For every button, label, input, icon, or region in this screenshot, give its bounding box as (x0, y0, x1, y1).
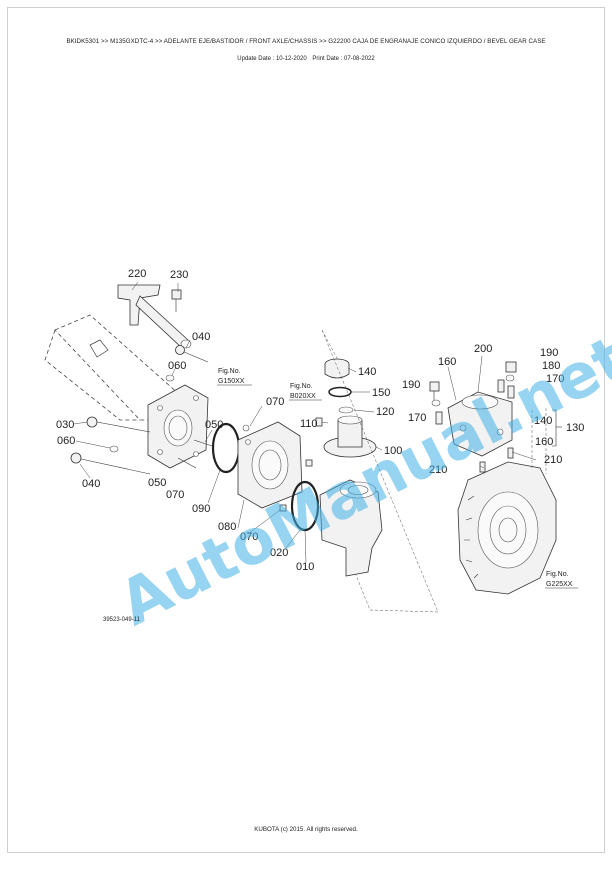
fig-ref-b020xx: Fig.No. B020XX (289, 383, 322, 401)
flange-shaft-100 (323, 415, 377, 458)
bolt-040-upper (175, 345, 209, 363)
update-date: Update Date : 10-12-2020 (237, 56, 307, 62)
callout-080: 080 (218, 521, 236, 533)
svg-text:B020XX: B020XX (290, 393, 316, 400)
callout-200: 200 (474, 343, 492, 355)
bevel-gear-case-housing (457, 461, 557, 595)
callout-030: 030 (56, 419, 74, 431)
callout-220: 220 (128, 268, 146, 280)
svg-text:Fig.No.: Fig.No. (546, 571, 569, 578)
fig-ref-g225xx: Fig.No. G225XX (545, 571, 578, 589)
callout-190-left: 190 (402, 379, 420, 391)
callout-060-top: 060 (168, 360, 186, 372)
callout-040-top: 040 (192, 331, 210, 343)
washer-060-lower (109, 445, 119, 453)
dates-line: Update Date : 10-12-2020 Print Date : 07… (0, 56, 612, 62)
svg-text:G150XX: G150XX (218, 378, 245, 385)
cover-160 (447, 391, 513, 457)
callout-170-left: 170 (408, 412, 426, 424)
callout-230: 230 (170, 269, 188, 281)
callout-100: 100 (384, 445, 402, 457)
group-bracket-130 (552, 409, 562, 447)
callout-110: 110 (300, 418, 318, 430)
bolt-230 (171, 289, 182, 312)
callout-210-right: 210 (544, 454, 562, 466)
print-date: Print Date : 07-08-2022 (312, 56, 375, 62)
callout-120: 120 (376, 406, 394, 418)
callout-090: 090 (192, 503, 210, 515)
bolts-170-190 (429, 361, 517, 425)
kingpin-housing-010 (319, 479, 383, 577)
callout-070-top: 070 (266, 396, 284, 408)
callout-210-left: 210 (429, 464, 447, 476)
svg-text:Fig.No.: Fig.No. (218, 368, 241, 375)
o-ring-090 (211, 422, 241, 474)
callout-070-bottom: 070 (240, 531, 258, 543)
callout-numbers: 220 230 040 060 140 150 120 110 100 200 … (56, 268, 584, 573)
callout-140-right: 140 (534, 415, 552, 427)
callout-050-top: 050 (205, 419, 223, 431)
copyright-footer: KUBOTA (c) 2015. All rights reserved. (254, 826, 358, 833)
diagram-code: 39523-049-11 (103, 617, 140, 623)
breadcrumb: BKIDK5301 >> M135GXDTC-4 >> ADELANTE EJE… (66, 38, 546, 45)
ring-150 (328, 386, 352, 398)
callout-160-top: 160 (438, 356, 456, 368)
callout-130: 130 (566, 422, 584, 434)
callout-050-bottom: 050 (148, 477, 166, 489)
washer-060-upper (165, 374, 175, 382)
leader-lines (73, 281, 537, 563)
bearing-140 (324, 358, 350, 379)
callout-140: 140 (358, 366, 376, 378)
axle-housing-flange (147, 384, 209, 469)
reference-dashed-lines (321, 329, 547, 613)
callout-070-left: 070 (166, 489, 184, 501)
callout-150: 150 (372, 387, 390, 399)
bracket-220 (117, 284, 192, 349)
callout-170-right: 170 (546, 373, 564, 385)
svg-text:Fig.No.: Fig.No. (290, 383, 313, 390)
callout-020: 020 (270, 547, 288, 559)
shim-120 (338, 406, 354, 414)
callout-190-right: 190 (540, 347, 558, 359)
gear-case-080 (237, 421, 303, 509)
callout-060-left: 060 (57, 435, 75, 447)
bolt-040-lower (70, 452, 151, 475)
callout-040-left: 040 (82, 478, 100, 490)
stud-050 (177, 439, 213, 469)
callout-010: 010 (296, 561, 314, 573)
fig-ref-g150xx: Fig.No. G150XX (217, 368, 252, 386)
svg-text:G225XX: G225XX (546, 581, 573, 588)
axle-frame-outline (44, 314, 181, 421)
callout-180: 180 (542, 360, 560, 372)
callout-160-right: 160 (535, 436, 553, 448)
pin-070 (279, 459, 313, 512)
page-frame (7, 7, 605, 853)
